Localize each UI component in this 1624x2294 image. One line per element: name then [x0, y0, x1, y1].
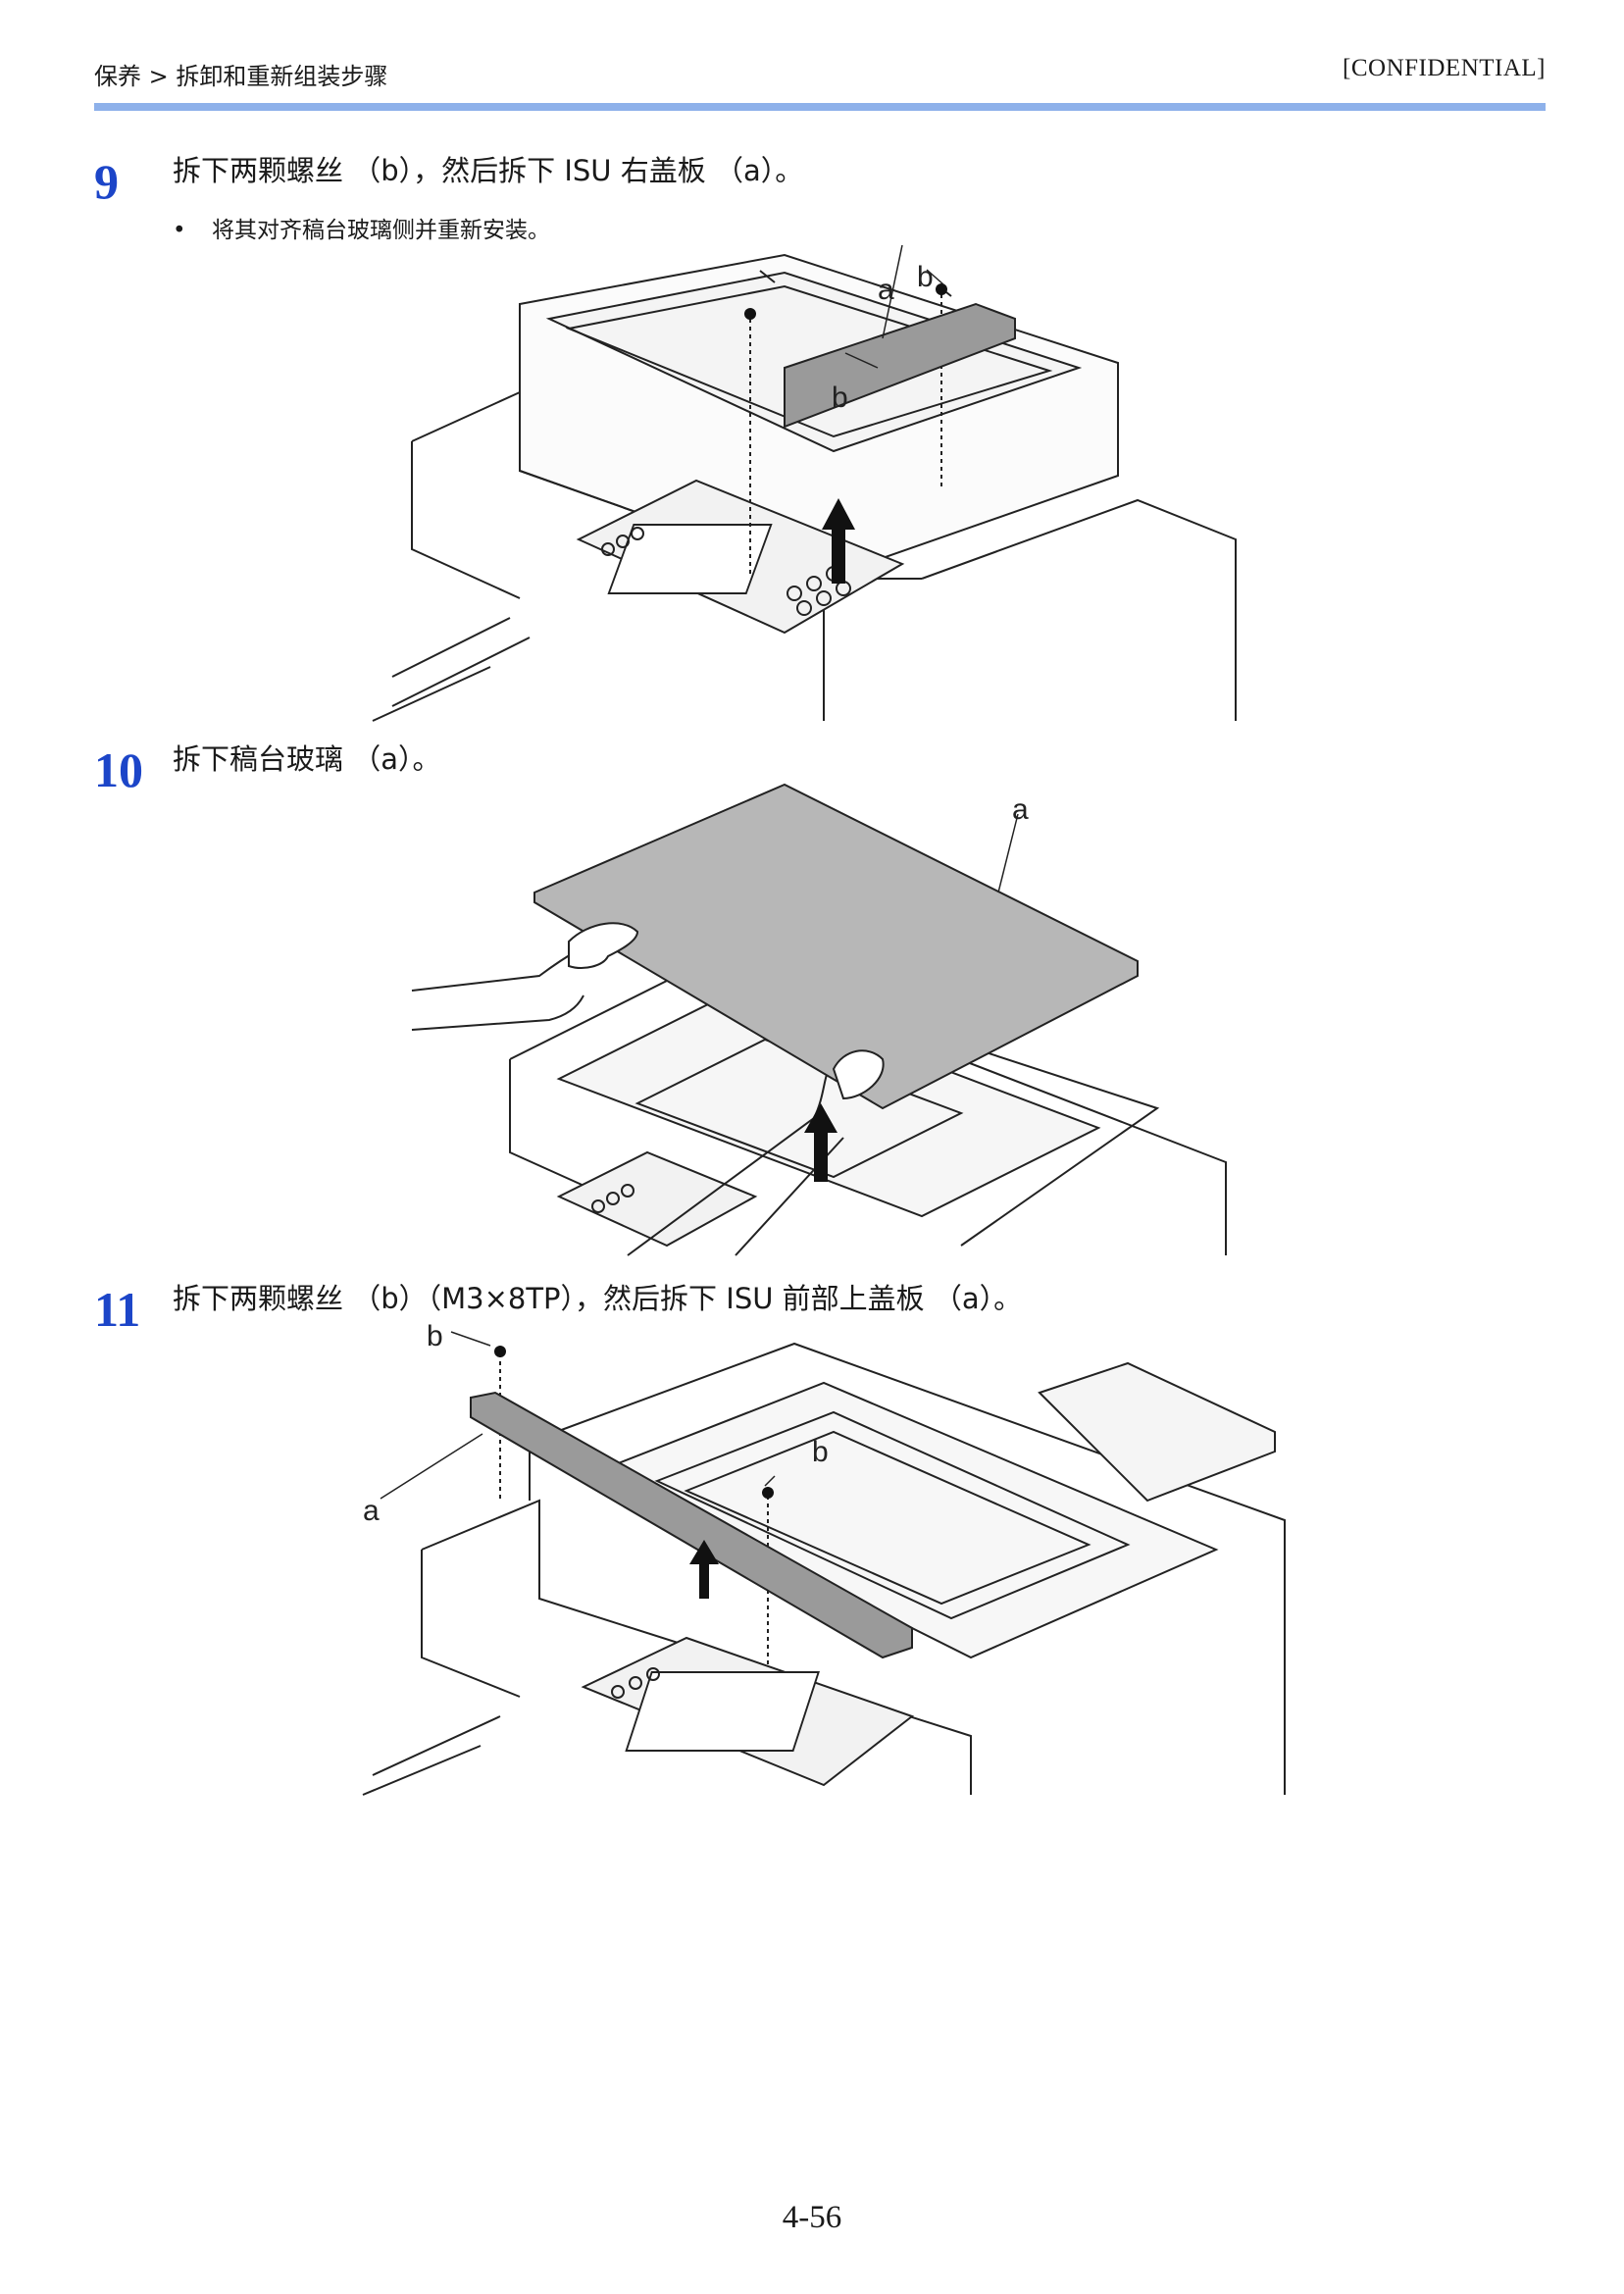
step-11-instruction: 拆下两颗螺丝 （b）（M3×8TP），然后拆下 ISU 前部上盖板 （a）。: [173, 1282, 1023, 1315]
callout-a: a: [1012, 793, 1029, 826]
figure-step-10: a: [411, 783, 1227, 1256]
figure-step-11: b b a: [362, 1320, 1286, 1796]
step-9-instruction: 拆下两颗螺丝 （b），然后拆下 ISU 右盖板 （a）。: [173, 154, 804, 187]
confidential-label: [CONFIDENTIAL]: [1343, 55, 1546, 81]
step-9-bullet: • 将其对齐稿台玻璃侧并重新安装。: [173, 211, 550, 244]
step-number-9: 9: [94, 154, 119, 209]
step-number-10: 10: [94, 742, 143, 797]
breadcrumb: 保养 > 拆卸和重新组装步骤: [94, 63, 388, 90]
figure-step-9: a b b: [372, 244, 1237, 722]
page-number: 4-56: [782, 2200, 842, 2235]
callout-a: a: [363, 1495, 380, 1527]
step-number-11: 11: [94, 1282, 141, 1337]
step-9-bullet-text: 将其对齐稿台玻璃侧并重新安装。: [212, 218, 550, 243]
header-rule: [94, 103, 1546, 111]
callout-b-lower: b: [832, 382, 848, 414]
callout-a: a: [878, 274, 894, 306]
callout-b-upper: b: [917, 261, 934, 293]
callout-b-lower: b: [812, 1436, 829, 1468]
callout-b-upper: b: [427, 1320, 443, 1352]
bullet-dot: •: [173, 218, 186, 243]
step-10-instruction: 拆下稿台玻璃 （a）。: [173, 742, 441, 776]
